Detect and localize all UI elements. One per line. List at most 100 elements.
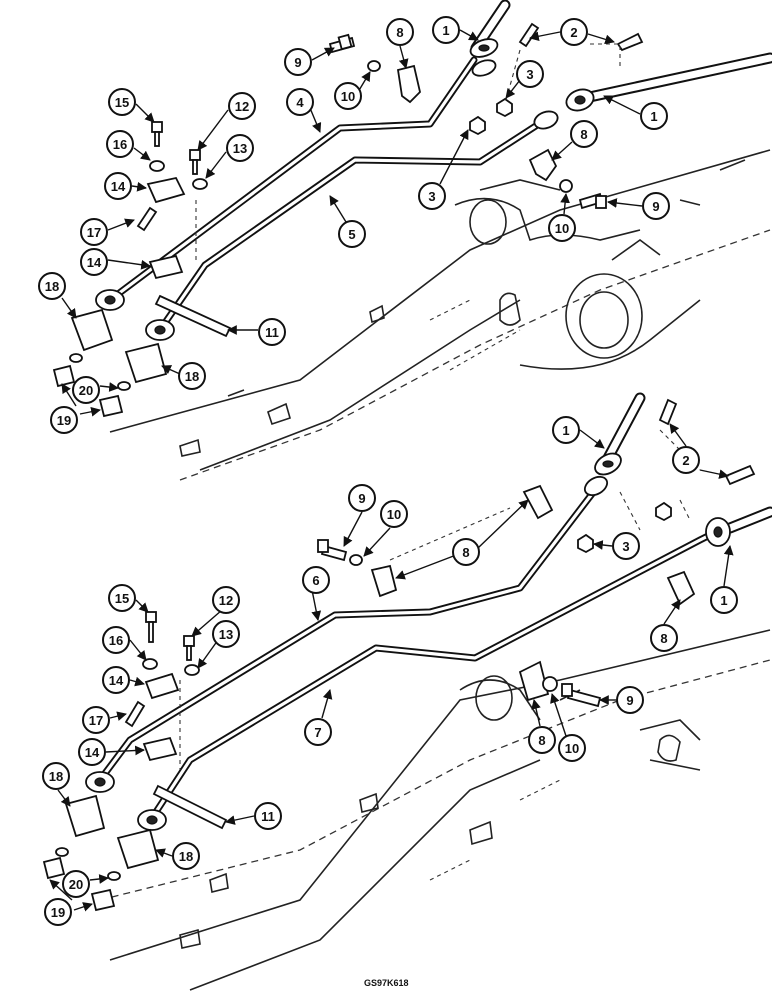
callout-circle: 1 (640, 102, 668, 130)
svg-text:4: 4 (296, 95, 304, 110)
svg-text:12: 12 (219, 593, 233, 608)
callout-circle: 14 (78, 738, 106, 766)
callout-circle: 18 (38, 272, 66, 300)
top-boom-outline (109, 149, 771, 481)
callout-circle: 9 (284, 48, 312, 76)
svg-text:13: 13 (219, 627, 233, 642)
svg-text:17: 17 (89, 713, 103, 728)
callout-circle: 11 (258, 318, 286, 346)
svg-text:14: 14 (111, 179, 126, 194)
bottom-boom-outline (99, 629, 771, 991)
svg-text:9: 9 (294, 55, 301, 70)
bottom-flanges (85, 452, 731, 831)
bottom-pipe-7 (148, 526, 724, 822)
svg-text:9: 9 (652, 199, 659, 214)
callout-circle: 14 (80, 248, 108, 276)
callout-circle: 8 (528, 726, 556, 754)
callout-circle: 1 (432, 16, 460, 44)
bottom-assembly: 1 2 9 10 3 8 1 15 12 6 16 13 14 8 17 7 9… (42, 392, 772, 991)
top-pipe-4 (106, 56, 478, 304)
svg-text:20: 20 (79, 383, 93, 398)
callout-circle: 11 (254, 802, 282, 830)
svg-text:2: 2 (570, 25, 577, 40)
svg-text:16: 16 (109, 633, 123, 648)
top-flanges (95, 38, 595, 341)
bottom-hoses (602, 392, 772, 534)
svg-text:8: 8 (396, 25, 403, 40)
callout-circle: 12 (228, 92, 256, 120)
callout-circle: 17 (82, 706, 110, 734)
callout-circle: 10 (334, 82, 362, 110)
callout-circle: 9 (642, 192, 670, 220)
svg-text:10: 10 (341, 89, 355, 104)
svg-text:12: 12 (235, 99, 249, 114)
bottom-pipe-6 (96, 486, 599, 784)
callout-circle: 2 (560, 18, 588, 46)
callout-circle: 12 (212, 586, 240, 614)
callout-circle: 10 (558, 734, 586, 762)
svg-text:1: 1 (650, 109, 657, 124)
svg-text:14: 14 (85, 745, 100, 760)
callout-circle: 18 (178, 362, 206, 390)
svg-text:18: 18 (45, 279, 59, 294)
svg-text:14: 14 (87, 255, 102, 270)
svg-text:9: 9 (626, 693, 633, 708)
callout-circle: 5 (338, 220, 366, 248)
callout-circle: 2 (672, 446, 700, 474)
callout-circle: 14 (102, 666, 130, 694)
callout-circle: 8 (650, 624, 678, 652)
svg-text:18: 18 (179, 849, 193, 864)
callout-circle: 20 (62, 870, 90, 898)
callout-circle: 1 (552, 416, 580, 444)
bottom-callouts: 1 2 9 10 3 8 1 15 12 6 16 13 14 8 17 7 9… (42, 416, 738, 926)
svg-text:7: 7 (314, 725, 321, 740)
svg-text:11: 11 (261, 809, 275, 824)
svg-text:10: 10 (387, 507, 401, 522)
callout-circle: 13 (226, 134, 254, 162)
svg-text:16: 16 (113, 137, 127, 152)
callout-circle: 17 (80, 218, 108, 246)
svg-text:20: 20 (69, 877, 83, 892)
callout-circle: 10 (380, 500, 408, 528)
callout-circle: 4 (286, 88, 314, 116)
callout-circle: 3 (516, 60, 544, 88)
svg-text:1: 1 (720, 593, 727, 608)
svg-text:14: 14 (109, 673, 124, 688)
callout-circle: 13 (212, 620, 240, 648)
callout-circle: 8 (570, 120, 598, 148)
svg-text:10: 10 (565, 741, 579, 756)
callout-circle: 19 (44, 898, 72, 926)
callout-circle: 15 (108, 88, 136, 116)
callout-circle: 16 (106, 130, 134, 158)
svg-text:8: 8 (660, 631, 667, 646)
callout-circle: 9 (616, 686, 644, 714)
callout-circle: 10 (548, 214, 576, 242)
svg-text:11: 11 (265, 325, 279, 340)
svg-text:15: 15 (115, 591, 129, 606)
callout-circle: 3 (612, 532, 640, 560)
svg-text:18: 18 (185, 369, 199, 384)
callout-circle: 8 (386, 18, 414, 46)
callout-circle: 9 (348, 484, 376, 512)
svg-text:15: 15 (115, 95, 129, 110)
svg-text:19: 19 (57, 413, 71, 428)
svg-text:8: 8 (462, 545, 469, 560)
callout-circle: 20 (72, 376, 100, 404)
callout-circle: 3 (418, 182, 446, 210)
bottom-hardware (42, 398, 756, 912)
figure-code: GS97K618 (364, 978, 409, 988)
callout-circle: 15 (108, 584, 136, 612)
top-hardware (52, 22, 644, 418)
svg-text:1: 1 (442, 23, 449, 38)
top-callouts: 1 2 9 8 10 3 1 15 12 4 16 13 14 3 5 8 10… (38, 16, 670, 434)
svg-text:13: 13 (233, 141, 247, 156)
callout-circle: 1 (710, 586, 738, 614)
callout-circle: 16 (102, 626, 130, 654)
callout-circle: 14 (104, 172, 132, 200)
callout-circle: 18 (42, 762, 70, 790)
svg-text:9: 9 (358, 491, 365, 506)
callout-circle: 7 (304, 718, 332, 746)
callout-circle: 19 (50, 406, 78, 434)
top-pipe-5 (156, 116, 549, 334)
